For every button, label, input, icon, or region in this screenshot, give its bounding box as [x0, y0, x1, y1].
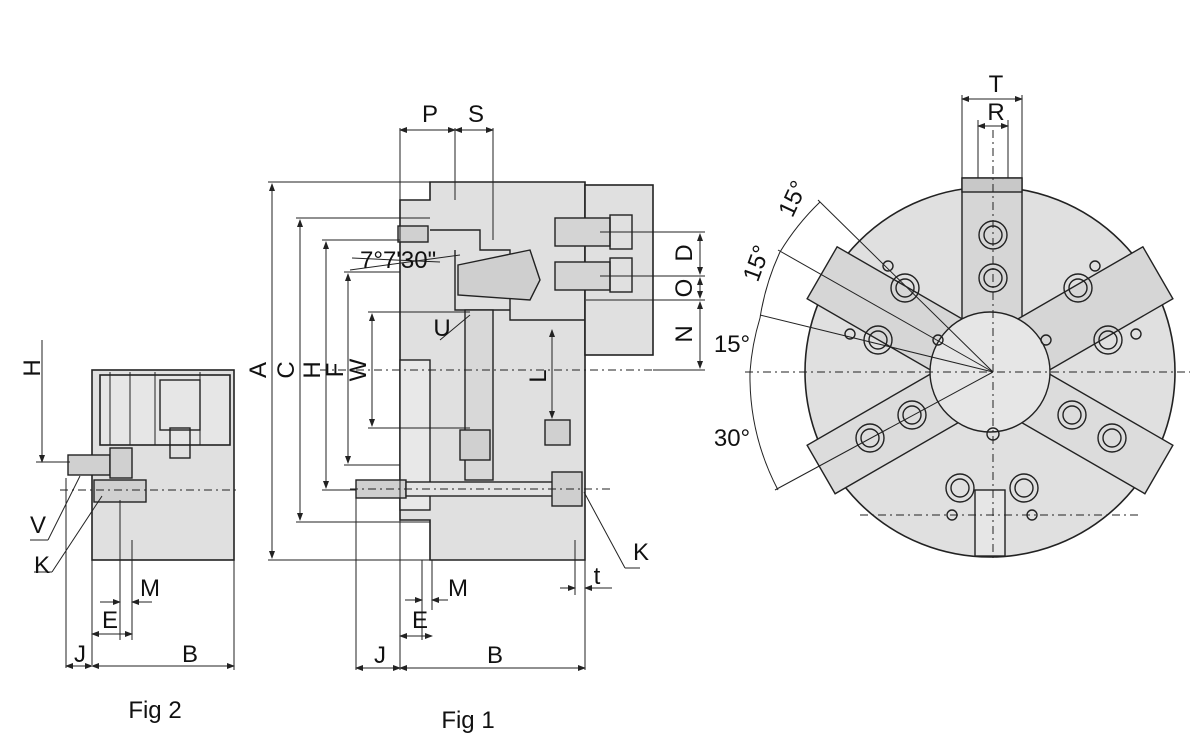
label-H-fig2: H	[19, 359, 46, 376]
label-U: U	[433, 315, 450, 342]
label-L: L	[525, 369, 552, 382]
caption-fig2: Fig 2	[128, 697, 181, 724]
label-T: T	[989, 71, 1004, 98]
label-D: D	[671, 244, 698, 261]
label-angle-15-top: 15°	[773, 177, 813, 221]
label-E: E	[412, 607, 428, 634]
label-taper-angle: 7°7'30"	[360, 247, 436, 274]
label-R: R	[987, 99, 1004, 126]
fig1-section-view	[268, 127, 705, 671]
front-view	[745, 95, 1190, 560]
label-O: O	[671, 279, 698, 298]
jaw-bolts	[844, 220, 1142, 521]
label-V: V	[30, 512, 46, 539]
label-C: C	[273, 361, 300, 378]
label-P: P	[422, 101, 438, 128]
label-M-fig2: M	[140, 575, 160, 602]
label-angle-15-low: 15°	[714, 331, 750, 358]
label-F: F	[322, 363, 349, 378]
label-t: t	[594, 563, 601, 590]
label-angle-30: 30°	[714, 425, 750, 452]
label-N: N	[671, 325, 698, 342]
label-K: K	[633, 539, 649, 566]
label-H: H	[299, 361, 326, 378]
label-K-fig2: K	[34, 552, 50, 579]
label-A: A	[245, 362, 272, 378]
label-B-fig2: B	[182, 641, 198, 668]
label-E-fig2: E	[102, 607, 118, 634]
caption-fig1: Fig 1	[441, 707, 494, 734]
fig2-side-view	[30, 340, 240, 670]
label-angle-15-mid: 15°	[738, 242, 776, 285]
label-M: M	[448, 575, 468, 602]
dimension-labels: H V K M E J B Fig 2 A C H F W L P S 7°7'…	[19, 71, 1005, 734]
label-W: W	[345, 358, 372, 381]
label-J-fig2: J	[74, 641, 86, 668]
label-S: S	[468, 101, 484, 128]
label-B: B	[487, 642, 503, 669]
label-J: J	[374, 642, 386, 669]
